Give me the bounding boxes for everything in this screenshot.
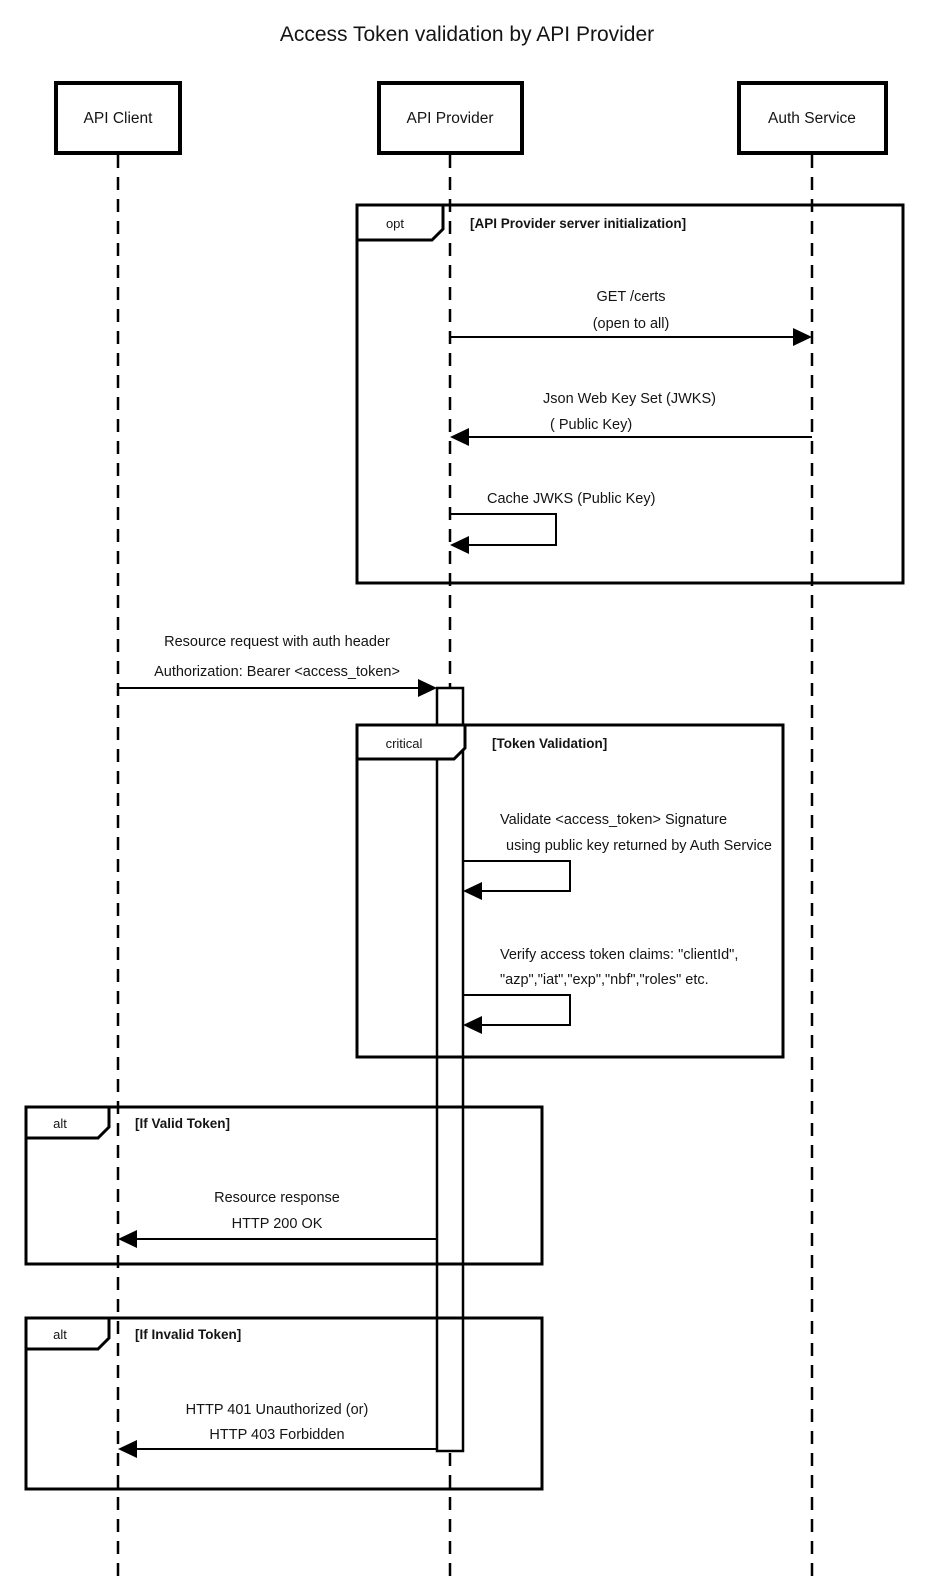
- message-response-err-line2: HTTP 403 Forbidden: [209, 1427, 344, 1443]
- message-cache-jwks: Cache JWKS (Public Key): [487, 491, 655, 507]
- message-get-certs-line1: GET /certs: [596, 289, 665, 305]
- selfloop-validate: [463, 860, 571, 892]
- fragment-opt-label: opt: [386, 216, 404, 231]
- fragment-alt-invalid-guard: [If Invalid Token]: [135, 1327, 241, 1342]
- fragment-alt-invalid-label: alt: [53, 1327, 67, 1342]
- diagram-title: Access Token validation by API Provider: [280, 23, 654, 46]
- actor-box-auth-service: [737, 81, 888, 155]
- fragment-alt-invalid-tab: [24, 1316, 111, 1351]
- selfloop-cache-jwks: [450, 513, 557, 546]
- actor-label-api-provider: API Provider: [406, 110, 493, 127]
- fragment-critical-label: critical: [386, 736, 423, 751]
- fragment-opt: [355, 203, 905, 585]
- fragment-critical-guard: [Token Validation]: [492, 736, 607, 751]
- message-jwks-line1: Json Web Key Set (JWKS): [543, 391, 716, 407]
- message-verify-line1: Verify access token claims: "clientId",: [500, 947, 738, 963]
- actor-label-api-client: API Client: [84, 110, 154, 127]
- message-response-err-line1: HTTP 401 Unauthorized (or): [186, 1402, 369, 1418]
- actor-box-api-client: [54, 81, 182, 155]
- fragment-alt-valid-tab: [24, 1105, 111, 1140]
- arrowhead-cache-jwks: [450, 536, 469, 554]
- message-response-ok-line2: HTTP 200 OK: [232, 1216, 323, 1232]
- arrowhead-response-err: [118, 1440, 137, 1458]
- message-validate-line1: Validate <access_token> Signature: [500, 812, 727, 828]
- arrowhead-validate: [463, 882, 482, 900]
- fragment-alt-valid-guard: [If Valid Token]: [135, 1116, 230, 1131]
- fragment-alt-valid: [24, 1105, 544, 1266]
- message-jwks-line2: ( Public Key): [550, 417, 632, 433]
- fragment-opt-guard: [API Provider server initialization]: [470, 216, 686, 231]
- fragment-alt-invalid: [24, 1316, 544, 1491]
- fragment-critical: [355, 723, 785, 1059]
- arrowhead-request: [418, 679, 437, 697]
- fragment-opt-tab: [355, 203, 445, 242]
- message-get-certs-line2: (open to all): [593, 316, 670, 332]
- selfloop-verify: [463, 994, 571, 1026]
- actor-box-api-provider: [377, 81, 524, 155]
- arrowhead-verify: [463, 1016, 482, 1034]
- message-request-line1: Resource request with auth header: [164, 634, 390, 650]
- arrowhead-get-certs: [793, 328, 812, 346]
- arrowhead-response-ok: [118, 1230, 137, 1248]
- arrowhead-jwks: [450, 428, 469, 446]
- message-validate-line2: using public key returned by Auth Servic…: [506, 838, 772, 854]
- message-verify-line2: "azp","iat","exp","nbf","roles" etc.: [500, 972, 709, 988]
- message-request-line2: Authorization: Bearer <access_token>: [154, 664, 400, 680]
- actor-label-auth-service: Auth Service: [768, 110, 856, 127]
- activation-bar-api-provider: [435, 686, 465, 1453]
- fragment-critical-tab: [355, 723, 467, 761]
- fragment-alt-valid-label: alt: [53, 1116, 67, 1131]
- message-response-ok-line1: Resource response: [214, 1190, 340, 1206]
